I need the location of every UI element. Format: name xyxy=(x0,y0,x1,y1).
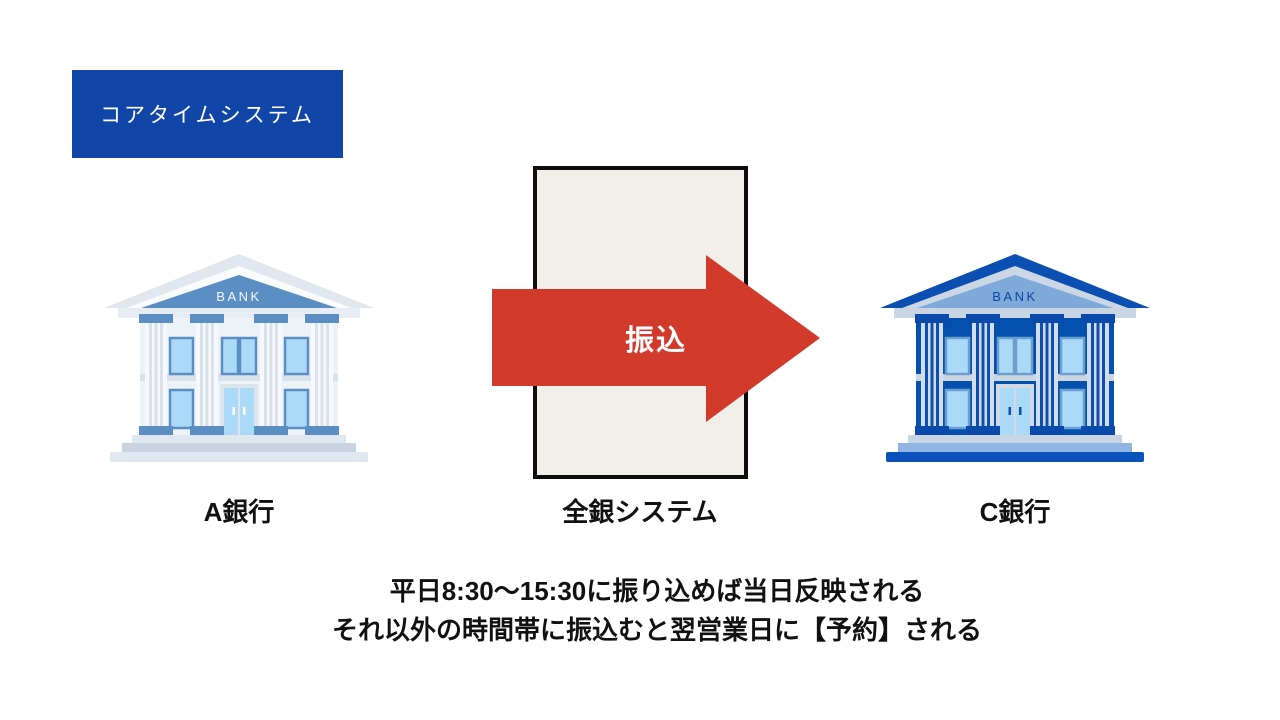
bank-door xyxy=(996,384,1034,435)
bank-steps xyxy=(886,435,1144,462)
bank-roof-pediment xyxy=(880,254,1150,308)
note-line-2: それ以外の時間帯に振込むと翌営業日に【予約】される xyxy=(331,615,982,645)
bank-sign-text: BANK xyxy=(216,289,261,304)
bank-roof-pediment xyxy=(104,254,374,308)
bank-columns xyxy=(915,314,1115,435)
transfer-arrow: 振込 xyxy=(490,253,822,423)
core-time-system-badge: コアタイムシステム xyxy=(72,70,343,158)
bank-steps xyxy=(110,435,368,462)
bank-columns xyxy=(139,314,339,435)
note-line-1: 平日8:30〜15:30に振り込めば当日反映される xyxy=(389,576,925,606)
bank-building-illustration: BANK xyxy=(104,254,374,462)
bank-entablature xyxy=(118,308,360,318)
bank-a-caption: A銀行 xyxy=(203,497,275,527)
captions-row: A銀行 全銀システム C銀行 xyxy=(0,492,1280,528)
transfer-arrow-label: 振込 xyxy=(624,325,687,357)
zengin-system-caption: 全銀システム xyxy=(562,497,718,527)
bank-windows xyxy=(168,336,310,430)
right-arrow-icon xyxy=(492,255,820,422)
bank-c-building-icon: BANK xyxy=(880,252,1150,464)
bank-entablature xyxy=(894,308,1136,318)
bank-a-building-icon: BANK xyxy=(104,252,374,464)
bank-building-illustration: BANK xyxy=(880,254,1150,462)
bank-door xyxy=(220,384,258,435)
core-time-system-badge-label: コアタイムシステム xyxy=(100,104,315,127)
bank-sign-text: BANK xyxy=(992,289,1037,304)
bank-windows xyxy=(944,336,1086,430)
bank-c-caption: C銀行 xyxy=(979,497,1051,527)
notes-block: 平日8:30〜15:30に振り込めば当日反映される それ以外の時間帯に振込むと翌… xyxy=(0,572,1280,650)
